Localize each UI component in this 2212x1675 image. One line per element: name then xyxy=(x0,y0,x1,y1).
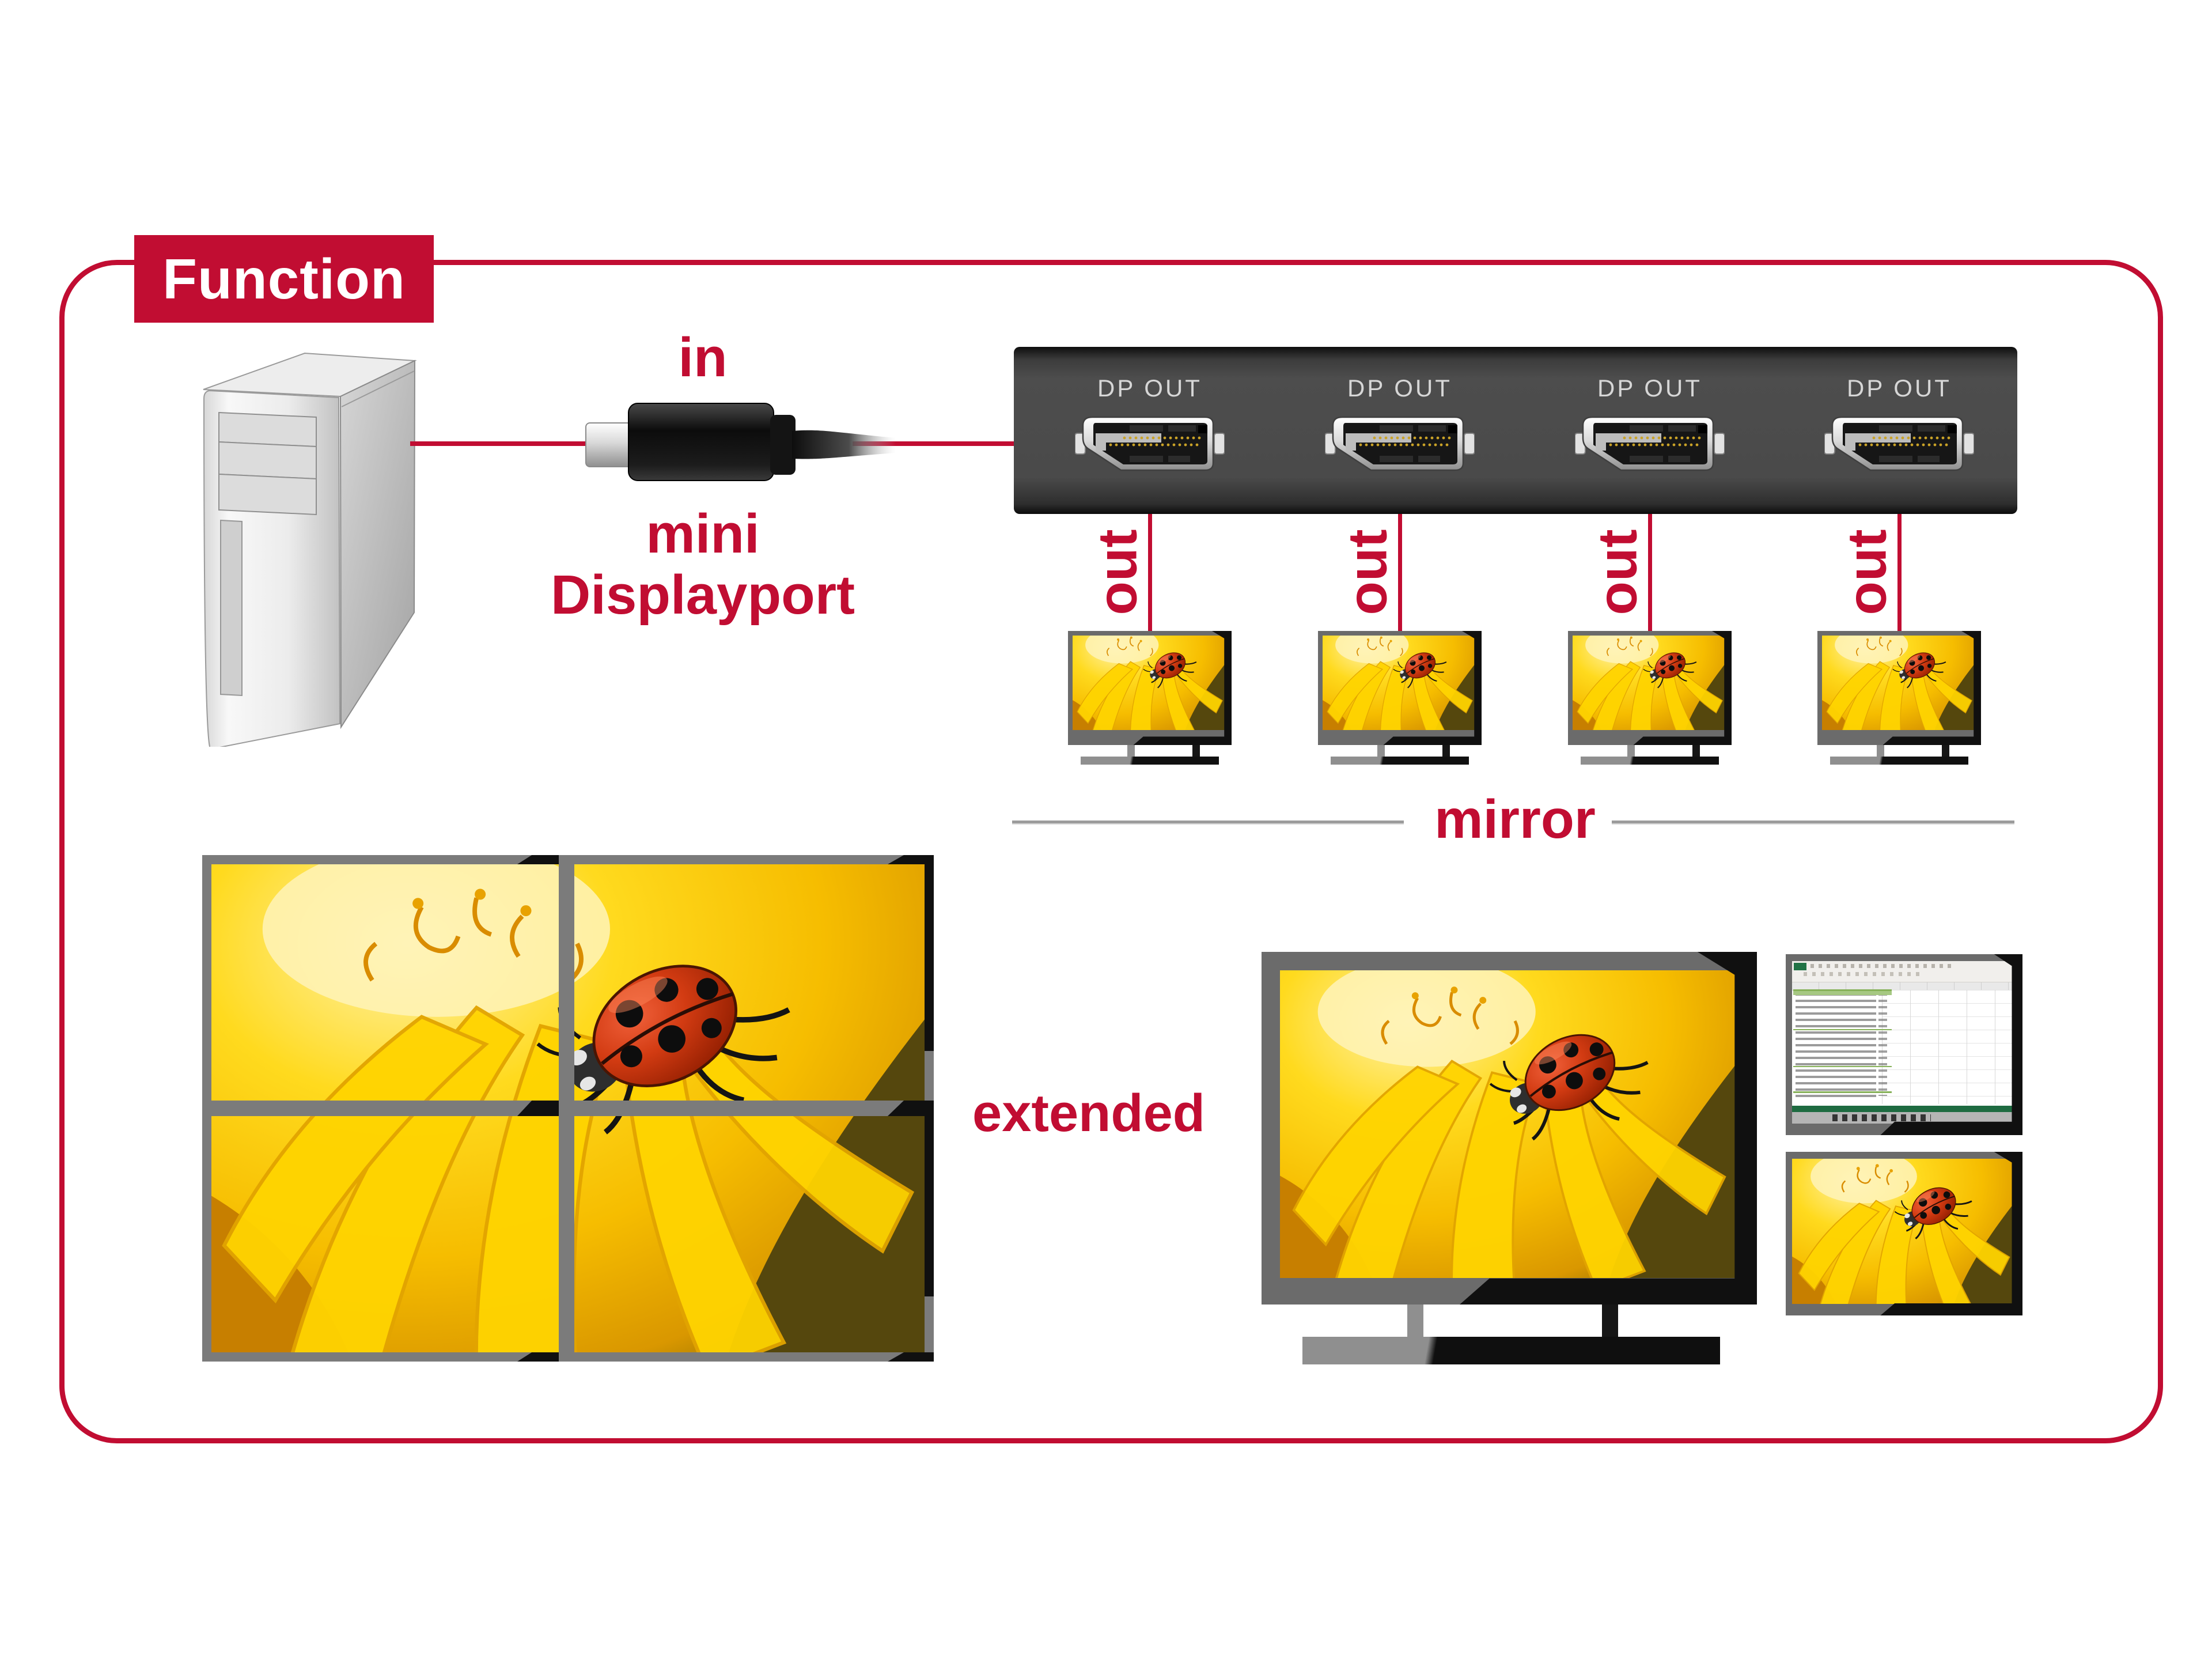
extended-label: extended xyxy=(972,1084,1205,1143)
mirror-label: mirror xyxy=(1434,789,1596,850)
output-cable xyxy=(1148,514,1152,632)
out-label: out xyxy=(1836,529,1898,615)
mirror-monitor-4 xyxy=(1817,631,1981,765)
extended-monitor-photo xyxy=(1786,1152,2022,1315)
cable-connector-to-splitter xyxy=(853,441,1017,446)
mirror-monitor-2 xyxy=(1318,631,1482,765)
spreadsheet-screen xyxy=(1792,961,2016,1124)
extended-monitor-spreadsheet xyxy=(1786,954,2022,1135)
video-wall xyxy=(202,855,934,1362)
output-cable xyxy=(1897,514,1902,632)
out-label: out xyxy=(1337,529,1399,615)
function-title-box: Function xyxy=(134,235,434,323)
extended-primary-monitor xyxy=(1262,952,1757,1364)
dp-out-label: DP OUT xyxy=(1097,375,1202,402)
mirror-monitor-1 xyxy=(1068,631,1232,765)
out-label: out xyxy=(1087,529,1149,615)
diagram-border xyxy=(59,260,2163,1443)
dp-out-label: DP OUT xyxy=(1347,375,1452,402)
displayport-port-icon xyxy=(1575,415,1725,472)
wall-frame xyxy=(202,855,934,1362)
out-label: out xyxy=(1587,529,1649,615)
mini-displayport-connector-icon xyxy=(585,403,896,481)
mirror-divider-left xyxy=(1012,821,1404,825)
displayport-port-icon xyxy=(1824,415,1974,472)
displayport-port-icon xyxy=(1325,415,1475,472)
computer-tower-icon xyxy=(203,352,417,747)
dp-out-label: DP OUT xyxy=(1847,375,1952,402)
mirror-monitor-3 xyxy=(1568,631,1732,765)
output-cable xyxy=(1648,514,1652,632)
output-cable xyxy=(1398,514,1402,632)
dp-splitter-box: DP OUT DP OUT DP OUT DP OUT xyxy=(1014,347,2017,514)
wall-bar-center xyxy=(559,855,574,1362)
cable-tower-to-connector xyxy=(410,441,600,446)
function-title: Function xyxy=(162,247,406,311)
dp-out-label: DP OUT xyxy=(1597,375,1702,402)
displayport-port-icon xyxy=(1075,415,1225,472)
input-in-label: in xyxy=(678,327,728,388)
mirror-divider-right xyxy=(1612,821,2014,825)
mini-displayport-label: mini Displayport xyxy=(550,503,855,626)
